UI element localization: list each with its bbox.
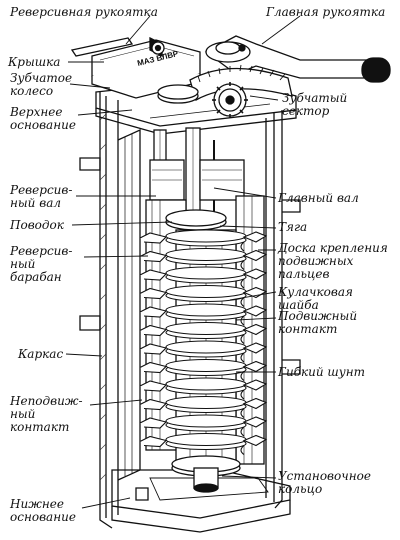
label-frame: Каркас [18, 347, 64, 361]
label-reversing-drum: Реверсив- ный барабан [10, 244, 73, 284]
label-cover: Крышка [8, 55, 61, 69]
cam-washer-top [165, 284, 247, 299]
label-rod: Тяга [278, 220, 308, 234]
fixed-contact-finger [139, 232, 168, 244]
label-fixed-contact: Неподвиж- ный контакт [10, 394, 83, 434]
fixed-contact-finger [139, 269, 168, 281]
flexible-shunt-loop [240, 241, 245, 252]
label-movable-fingers-board: Доска крепления подвижных пальцев [278, 241, 388, 281]
flexible-shunt-loop [240, 278, 245, 289]
cam-washer-top [165, 321, 247, 336]
flexible-shunt-loop [240, 315, 245, 326]
gear-train [157, 64, 293, 118]
frame-housing [79, 92, 301, 529]
movable-contact-finger [242, 249, 268, 262]
label-upper-base: Верхнее основание [10, 105, 76, 132]
movable-contact-finger [242, 434, 268, 447]
flexible-shunt-loop [240, 389, 245, 400]
label-adjusting-ring: Установочное кольцо [278, 469, 371, 496]
movable-contact-finger [242, 323, 268, 336]
fixed-contact-finger [139, 306, 168, 318]
label-gear-wheel: Зубчатое колесо [10, 71, 73, 98]
label-main-handle: Главная рукоятка [266, 5, 386, 19]
movable-contact-finger [242, 379, 268, 391]
movable-contact-finger [242, 268, 268, 280]
movable-contact-finger [242, 342, 268, 354]
fixed-contact-finger [139, 380, 168, 392]
main-handle [204, 35, 391, 83]
cam-washer-top [165, 266, 247, 280]
fixed-contact-finger [139, 287, 168, 300]
flexible-shunt-loop [240, 408, 245, 418]
cam-washer-top [165, 395, 247, 410]
fixed-contact-finger [139, 250, 168, 263]
fixed-contact-finger [139, 324, 168, 337]
fixed-contact-finger [139, 361, 168, 374]
cam-washer-top [165, 432, 247, 447]
flexible-shunt-loop [240, 334, 245, 344]
cam-washer-top [165, 229, 247, 243]
cam-washer-top [165, 414, 247, 428]
movable-contact-finger [242, 416, 268, 428]
flexible-shunt-loop [240, 297, 245, 307]
fixed-contact-finger [139, 435, 168, 448]
movable-contact-finger [242, 305, 268, 317]
movable-contact-finger [242, 360, 268, 373]
label-lower-base: Нижнее основание [10, 497, 76, 524]
label-reversing-shaft: Реверсив- ный вал [10, 183, 73, 210]
flexible-shunt-loop [240, 426, 245, 437]
label-flexible-shunt: Гибкий шунт [278, 365, 366, 379]
cam-washer-top [165, 358, 247, 373]
reversing-handle [70, 36, 165, 58]
fixed-contact-finger [139, 417, 168, 429]
cam-washer-top [165, 340, 247, 354]
flexible-shunt-loop [240, 445, 245, 455]
fixed-contact-finger [139, 398, 168, 411]
cam-washer-top [165, 377, 247, 391]
label-movable-contact: Подвижный контакт [278, 309, 358, 336]
contact-stack [139, 229, 268, 455]
label-toothed-sector: Зубчатый сектор [282, 91, 348, 118]
label-main-shaft: Главный вал [278, 191, 359, 205]
adjusting-ring-group [171, 455, 241, 493]
flexible-shunt-loop [240, 260, 245, 270]
label-driver: Поводок [10, 218, 64, 232]
movable-contact-finger [242, 231, 268, 243]
flexible-shunt-loop [240, 352, 245, 363]
cam-washer-top [165, 247, 247, 262]
label-cam-washer: Кулачковая шайба [278, 285, 353, 312]
leader-lines [65, 15, 301, 509]
movable-contact-finger [242, 397, 268, 410]
cam-washer-top [165, 303, 247, 317]
label-reversing-handle: Реверсивная рукоятка [10, 5, 158, 19]
fixed-contact-finger [139, 343, 168, 355]
